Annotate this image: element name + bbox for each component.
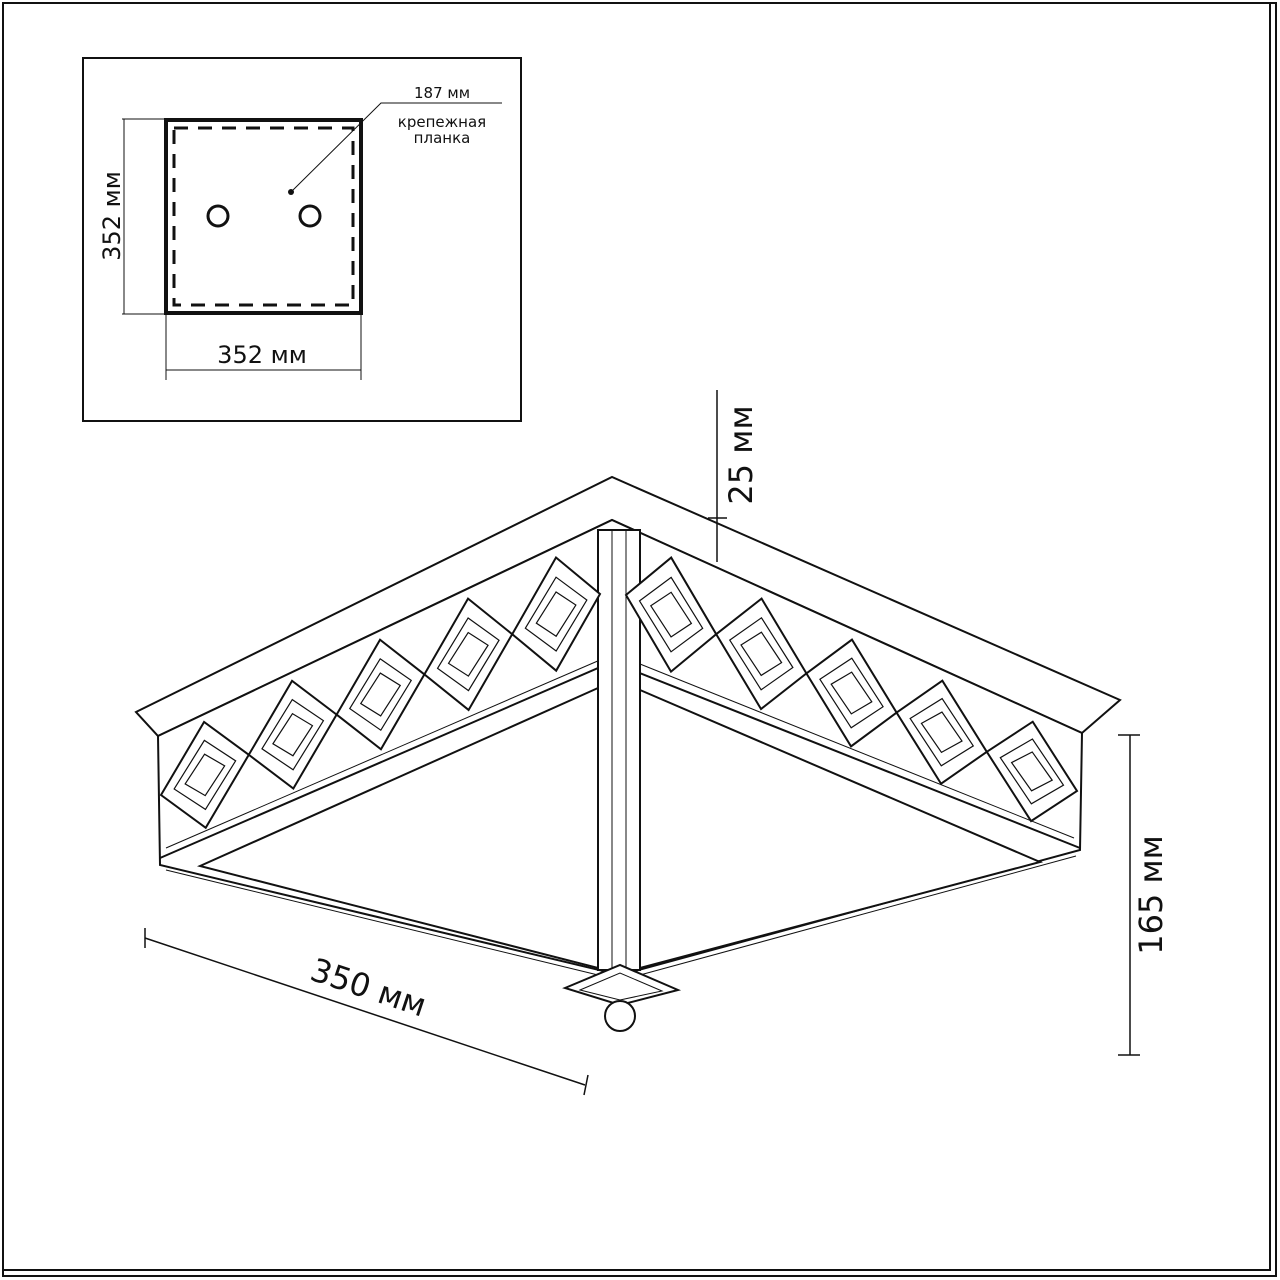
frame-line bbox=[165, 869, 599, 976]
lamp-height-label: 165 мм bbox=[1132, 835, 1170, 955]
cap-height-label: 25 мм bbox=[722, 405, 760, 504]
leader-line bbox=[290, 102, 502, 193]
diamond-ornament bbox=[740, 631, 783, 677]
mount-hole-right bbox=[298, 204, 322, 228]
mounting-plate-inset: 187 мм крепежная планка 352 мм 352 мм bbox=[82, 57, 522, 422]
diamond-ornament bbox=[1010, 751, 1054, 792]
mounting-bar-outline bbox=[172, 126, 355, 307]
width-dim-line bbox=[144, 937, 586, 1086]
plate-label-line1: крепежная bbox=[398, 113, 486, 131]
diamond-ornament bbox=[920, 711, 963, 754]
mount-hole-left bbox=[206, 204, 230, 228]
diamond-ornament bbox=[447, 631, 489, 677]
finial-base bbox=[562, 963, 682, 1007]
inset-frame bbox=[82, 57, 522, 422]
dimensions bbox=[144, 390, 1140, 1096]
band-edge-line bbox=[165, 659, 601, 849]
frame-line bbox=[639, 855, 1077, 976]
hole-spacing-label: 187 мм bbox=[414, 84, 470, 102]
diamond-ornament bbox=[184, 753, 226, 797]
diamond-ornament bbox=[359, 672, 402, 717]
plate-width-label: 352 мм bbox=[217, 341, 307, 369]
diamond-ornament bbox=[649, 591, 693, 638]
diamond-decor bbox=[159, 555, 1079, 830]
plate-label-line2: планка bbox=[414, 129, 471, 147]
diamond-ornament bbox=[272, 712, 314, 757]
finial-ball bbox=[604, 1000, 636, 1032]
band-edge-line bbox=[639, 663, 1075, 839]
plate-height-label: 352 мм bbox=[98, 171, 126, 261]
diamond-ornament bbox=[830, 671, 873, 715]
ceiling-lamp bbox=[134, 475, 1122, 1032]
finial-base-inner bbox=[578, 972, 664, 1001]
mounting-plate bbox=[164, 118, 363, 315]
dim-tick bbox=[583, 1074, 589, 1096]
diamond-ornament bbox=[535, 591, 577, 638]
